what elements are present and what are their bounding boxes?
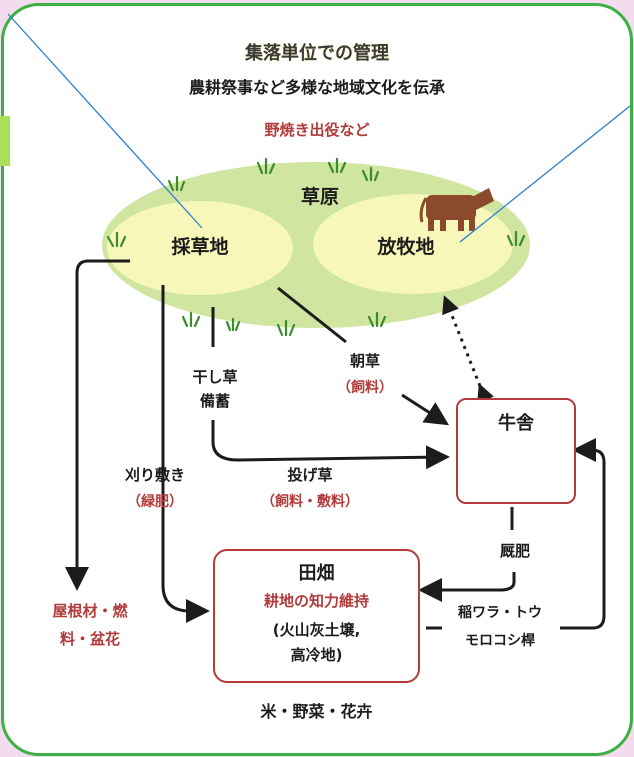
arrow-cut-spread — [161, 285, 210, 623]
hay-label-line1: 干し草 — [192, 368, 238, 386]
left-tab-marker — [0, 116, 10, 166]
thrown-grass-use: （飼料・敷料） — [261, 494, 359, 510]
arrow-straw-to-barn — [560, 438, 606, 630]
fields-soil-line1: (火山灰土壌, — [272, 621, 361, 639]
arrow-morning-grass-to-barn — [401, 393, 450, 426]
roof-material-line1: 屋根材・燃 — [52, 602, 128, 620]
cut-spread-use: （緑肥） — [127, 494, 183, 510]
cow-icon — [419, 188, 494, 231]
thrown-grass-label: 投げ草 — [287, 466, 333, 484]
fields-box — [213, 549, 420, 683]
morning-grass-label: 朝草 — [349, 352, 380, 370]
arrow-morning-grass-top — [277, 286, 347, 344]
roof-material-line2: 料・盆花 — [59, 630, 120, 648]
fields-products: 米・野菜・花卉 — [260, 702, 373, 721]
grassland-label: 草原 — [300, 186, 339, 208]
fields-role: 耕地の知力維持 — [263, 592, 369, 610]
straw-label-line2: モロコシ桿 — [465, 633, 535, 649]
arrow-roof-material — [65, 259, 130, 591]
mowing-area-label: 採草地 — [171, 236, 229, 258]
header-title: 集落単位での管理 — [245, 43, 389, 64]
barn-box — [456, 398, 576, 504]
callout-line-left — [7, 13, 203, 229]
fields-soil-line2: 高冷地) — [290, 646, 343, 664]
callout-line-right — [459, 105, 631, 243]
morning-grass-use: （飼料） — [337, 380, 393, 396]
header-subtitle: 農耕祭事など多様な地域文化を伝承 — [188, 78, 445, 97]
mowing-area-ellipse — [107, 201, 293, 295]
cut-spread-label: 刈り敷き — [124, 466, 185, 484]
grazing-area-label: 放牧地 — [377, 236, 435, 258]
arrow-grazing-dotted — [442, 295, 494, 404]
hay-label-line2: 備蓄 — [199, 392, 230, 410]
arrow-manure-to-fields — [418, 572, 516, 602]
manure-label: 厩肥 — [499, 542, 530, 560]
grass-tuft-icon — [106, 157, 526, 337]
arrow-hay-to-barn — [211, 420, 450, 470]
straw-label-line1: 稲ワラ・トウ — [458, 605, 542, 621]
barn-label: 牛舎 — [498, 413, 534, 434]
fields-label: 田畑 — [298, 563, 335, 584]
header-activity: 野焼き出役など — [264, 121, 370, 139]
